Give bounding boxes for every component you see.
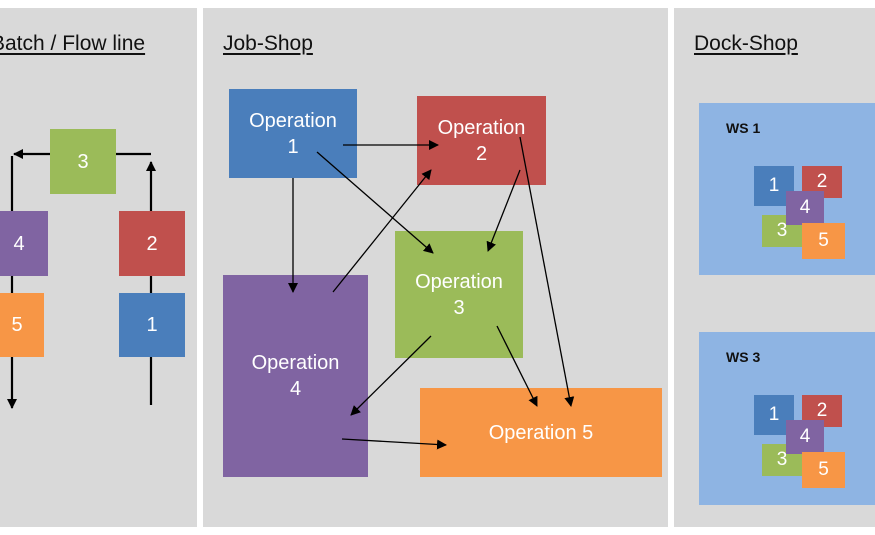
operation-1: Operation 1 <box>229 89 357 178</box>
ws1-part-4-label: 4 <box>799 196 811 218</box>
workstation-1: WS 1 1 2 3 4 5 <box>699 103 875 275</box>
ws3-part-4: 4 <box>786 420 824 454</box>
ws3-part-4-label: 4 <box>799 425 811 447</box>
ws1-part-4: 4 <box>786 191 824 225</box>
workstation-3: WS 3 1 2 3 4 5 <box>699 332 875 505</box>
dock-shop-title: Dock-Shop <box>694 32 798 55</box>
ws1-part-3-label: 3 <box>776 219 788 241</box>
ws1-part-5-label: 5 <box>818 229 829 251</box>
operation-1-word: Operation <box>249 109 337 132</box>
operation-5-number: 5 <box>582 421 594 444</box>
flow-step-5: 5 <box>0 293 44 357</box>
flow-step-1: 1 <box>119 293 185 357</box>
flow-step-3-label: 3 <box>77 150 89 173</box>
operation-4: Operation 4 <box>223 275 368 477</box>
workstation-1-label: WS 1 <box>726 120 761 136</box>
operation-3-number: 3 <box>453 296 465 319</box>
operation-2-word: Operation <box>437 116 526 139</box>
operation-4-number: 4 <box>289 378 302 400</box>
flow-step-1-label: 1 <box>146 314 158 336</box>
operation-5: Operation 5 <box>420 388 662 477</box>
flow-step-2: 2 <box>119 211 185 276</box>
ws1-part-1-label: 1 <box>768 174 780 196</box>
ws3-part-5: 5 <box>802 452 845 488</box>
flow-step-4-label: 4 <box>13 232 25 255</box>
dock-shop-panel: Dock-Shop WS 1 1 2 3 4 5 WS 3 1 2 3 4 5 <box>674 8 875 527</box>
flow-step-3: 3 <box>50 129 116 194</box>
ws3-part-1-label: 1 <box>768 403 780 425</box>
operation-5-word: Operation <box>488 421 577 444</box>
operation-4-word: Operation <box>251 352 340 374</box>
job-shop-title: Job-Shop <box>223 32 313 55</box>
ws3-part-5-label: 5 <box>818 458 829 480</box>
job-shop-panel: Job-Shop Operation 1 Operation 2 Operati… <box>203 8 668 527</box>
ws3-part-3-label: 3 <box>776 448 788 470</box>
job-shop-arrows <box>288 136 575 450</box>
ws1-part-2-label: 2 <box>816 170 828 192</box>
operation-3-word: Operation <box>415 270 503 293</box>
flow-step-2-label: 2 <box>146 232 158 255</box>
batch-flow-panel: Batch / Flow line 3 4 2 5 1 <box>0 8 197 527</box>
operation-2-number: 2 <box>475 142 488 165</box>
workstation-3-label: WS 3 <box>726 349 761 365</box>
batch-flow-title: Batch / Flow line <box>0 32 146 55</box>
flow-step-5-label: 5 <box>11 314 23 336</box>
flow-step-4: 4 <box>0 211 48 276</box>
operation-1-number: 1 <box>287 135 299 158</box>
ws1-part-5: 5 <box>802 223 845 259</box>
operation-5-label: Operation 5 <box>489 420 594 446</box>
operation-3: Operation 3 <box>395 231 523 358</box>
ws3-part-2-label: 2 <box>816 399 828 421</box>
